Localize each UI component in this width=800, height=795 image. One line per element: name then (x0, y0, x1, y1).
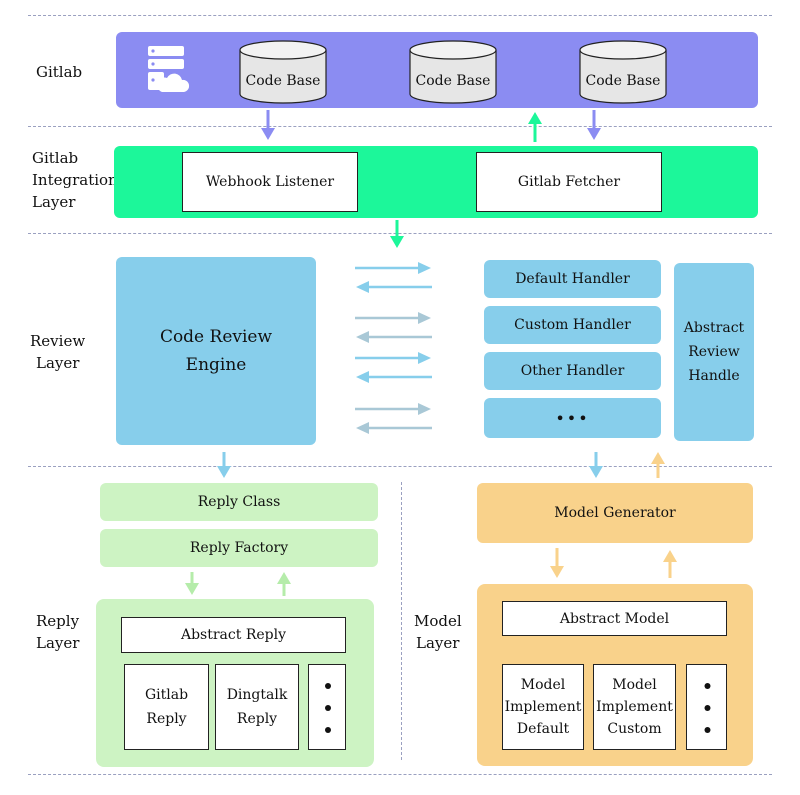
arrow-fetcher-to-gitlab (528, 112, 542, 142)
model-implement-default-box: Model Implement Default (502, 664, 584, 750)
model-generator-box: Model Generator (477, 483, 753, 543)
abstract-review-handle-box: Abstract Review Handle (674, 263, 754, 441)
layer-label-review: Review Layer (30, 332, 86, 372)
webhook-listener-box: Webhook Listener (182, 152, 358, 212)
abstract-reply-box: Abstract Reply (121, 617, 346, 653)
divider-review-lower (28, 466, 772, 467)
gitlab-band (116, 32, 758, 108)
divider-top (28, 15, 772, 16)
arrow-gitlab-to-webhook (261, 110, 275, 140)
ellipsis-vertical-icon (325, 683, 331, 733)
divider-reply-model (401, 482, 402, 760)
ellipsis-vertical-icon (704, 683, 711, 733)
reply-class-box: Reply Class (100, 483, 378, 521)
divider-bottom (28, 774, 772, 775)
more-handlers-box: ••• (484, 398, 661, 438)
arrow-reply-to-factory (277, 572, 291, 596)
dingtalk-reply-box: Dingtalk Reply (215, 664, 299, 750)
divider-gitlab-integration (28, 126, 772, 127)
code-base-1: Code Base (245, 73, 321, 89)
layer-label-reply: Reply Layer (36, 612, 80, 652)
custom-handler-box: Custom Handler (484, 306, 661, 344)
code-base-2: Code Base (415, 73, 491, 89)
code-review-engine-box: Code Review Engine (116, 257, 316, 445)
arrow-model-to-handlers (651, 452, 665, 478)
code-base-3: Code Base (585, 73, 661, 89)
gitlab-fetcher-box: Gitlab Fetcher (476, 152, 662, 212)
model-implement-custom-box: Model Implement Custom (593, 664, 676, 750)
layer-label-model: Model Layer (414, 612, 462, 652)
divider-integration-review (28, 233, 772, 234)
gitlab-reply-box: Gitlab Reply (124, 664, 209, 750)
arrow-factory-to-reply (185, 572, 199, 595)
arrow-handlers-to-model (589, 452, 603, 478)
arrow-gitlab-to-fetcher (587, 110, 601, 140)
more-models-box (686, 664, 727, 750)
arrow-engine-to-reply (217, 452, 231, 478)
arrow-model-to-generator (663, 550, 677, 578)
layer-label-gitlab: Gitlab (36, 63, 83, 81)
default-handler-box: Default Handler (484, 260, 661, 298)
other-handler-box: Other Handler (484, 352, 661, 390)
arrow-generator-to-model (550, 548, 564, 578)
arrow-integration-to-review (390, 220, 404, 248)
abstract-model-box: Abstract Model (502, 601, 727, 636)
more-replies-box (308, 664, 346, 750)
reply-factory-box: Reply Factory (100, 529, 378, 567)
layer-label-integration: Gitlab Integration Layer (32, 149, 118, 211)
